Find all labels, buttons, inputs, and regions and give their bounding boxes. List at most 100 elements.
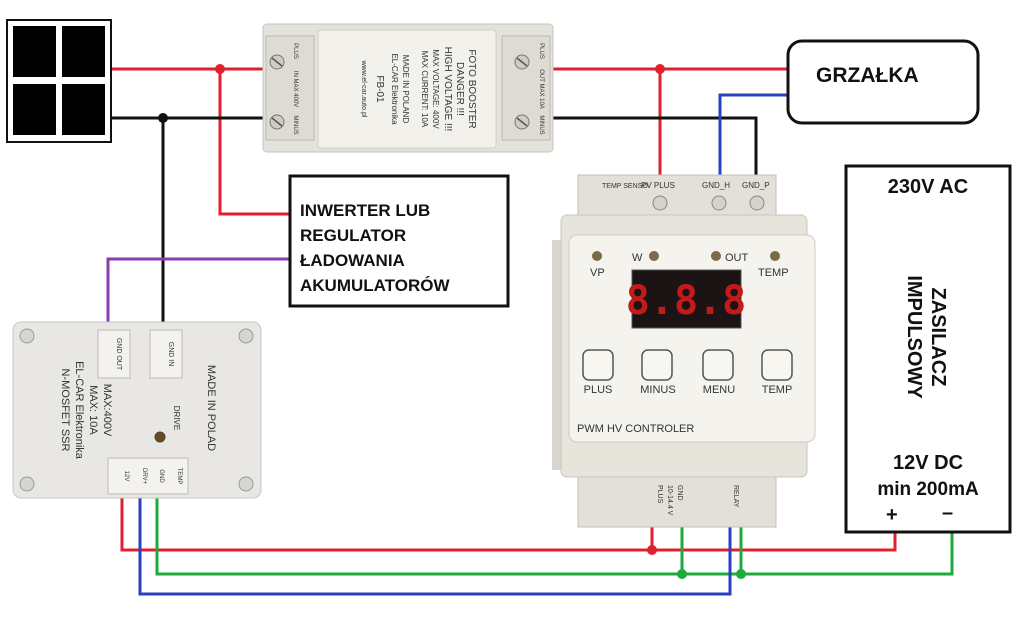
led-w-icon — [649, 251, 659, 261]
controller-b-volt: 10-14.4 V — [666, 485, 673, 516]
junctions — [158, 64, 746, 579]
inverter-line-4: AKUMULATORÓW — [300, 276, 450, 295]
booster-url: www.el-car.auto.pl — [360, 60, 367, 118]
psu-plus-label: + — [886, 504, 898, 526]
psu-ac-label: 230V AC — [887, 176, 969, 198]
controller-b-relay: RELAY — [732, 485, 739, 508]
wires — [106, 67, 954, 596]
booster-model: FB-01 — [374, 75, 385, 103]
junction-dot — [215, 64, 225, 74]
junction-dot — [647, 545, 657, 555]
psu-name-line-1: ZASILACZ — [927, 287, 949, 387]
controller-top-terminal — [577, 174, 777, 218]
wire-heater-gnd — [718, 93, 788, 178]
inverter-label: INWERTER LUB REGULATOR ŁADOWANIA AKUMULA… — [300, 198, 450, 298]
wire-12v-plus — [120, 498, 897, 552]
controller-front-panel — [568, 234, 816, 443]
ssr-control-terminal — [107, 457, 189, 495]
heater-box — [786, 39, 980, 125]
controller-t-temp-sensor: TEMP SENSO — [602, 183, 648, 190]
screw-icon — [238, 328, 254, 344]
junction-dot — [655, 64, 665, 74]
screw-slot — [516, 117, 528, 127]
screw-slot — [271, 57, 283, 67]
junction-dot — [677, 569, 687, 579]
booster-origin: MADE IN POLAND — [401, 55, 410, 124]
junction-dot — [736, 569, 746, 579]
psu-name-rotated: ZASILACZ IMPULSOWY — [902, 262, 950, 412]
psu-box — [844, 164, 1012, 534]
minus-button-label: MINUS — [640, 384, 675, 396]
plus-button[interactable] — [582, 349, 614, 381]
menu-button-label: MENU — [703, 384, 735, 396]
ssr-line3: MAX: 10A — [87, 385, 99, 435]
led-out-label: OUT — [725, 252, 749, 264]
ssr-line4: MAX:400V — [101, 384, 113, 437]
screw-icon — [749, 195, 765, 211]
booster-out-spec: OUT MAX 10A — [538, 69, 544, 109]
ssr-t-12v: 12V — [123, 471, 129, 482]
booster-title1: FOTO BOOSTER — [466, 49, 477, 128]
heater-label: GRZAŁKA — [816, 64, 919, 87]
minus-button[interactable] — [641, 349, 673, 381]
solar-panel — [6, 19, 112, 143]
psu-name-label: ZASILACZ IMPULSOWY — [884, 262, 968, 412]
ssr-t-gnd: GND — [158, 469, 164, 483]
ssr-line1: N-MOSFET SSR — [59, 369, 71, 452]
temp-button-label: TEMP — [762, 384, 793, 396]
booster-out-plus: PLUS — [538, 43, 544, 59]
booster-in-plus: PLUS — [292, 43, 298, 59]
controller-bottom-terminal — [577, 474, 777, 528]
booster-title2: DANGER !!! — [454, 62, 465, 116]
ssr-line2: EL-CAR Elektronika — [73, 361, 85, 460]
psu-dc-label: 12V DC — [892, 452, 964, 474]
led-temp-icon — [770, 251, 780, 261]
solar-cell — [62, 26, 105, 77]
ssr-t-drv: DRV+ — [141, 468, 147, 485]
controller-bottom-labels: GND 10-14.4 V PLUS RELAY — [656, 485, 739, 516]
screw-icon — [238, 476, 254, 492]
booster-maker: EL-CAR Elektronika — [390, 53, 399, 125]
screw-slot — [516, 57, 528, 67]
controller-t-gnd-h: GND_H — [702, 181, 730, 190]
ssr-gnd-out: GND OUT — [115, 338, 122, 371]
ssr-body — [12, 321, 262, 499]
junction-dot — [158, 113, 168, 123]
temp-button[interactable] — [761, 349, 793, 381]
led-vp-label: VP — [590, 267, 605, 279]
booster-title3: HIGH VOLTAGE !!! — [442, 47, 453, 132]
drive-led-icon — [154, 431, 166, 443]
booster-in-labels: PLUS IN MAX 400V MINUS — [292, 43, 298, 135]
screw-slot — [271, 117, 283, 127]
inverter-box — [288, 174, 510, 308]
ssr-made: MADE IN POLAD — [205, 365, 217, 451]
led-out-icon — [711, 251, 721, 261]
booster-out-minus: MINUS — [538, 115, 544, 134]
controller-b-plus: PLUS — [656, 485, 663, 504]
wire-booster-out-minus — [550, 116, 758, 178]
ssr-labels: N-MOSFET SSR EL-CAR Elektronika MAX: 10A… — [59, 338, 217, 485]
ssr-t-temp: TEMP — [176, 468, 182, 485]
ssr-module: N-MOSFET SSR EL-CAR Elektronika MAX: 10A… — [12, 321, 262, 499]
menu-button[interactable] — [702, 349, 734, 381]
booster-out-labels: PLUS OUT MAX 10A MINUS — [538, 43, 544, 135]
booster-in-spec: IN MAX 400V — [292, 71, 298, 107]
screw-icon — [19, 328, 35, 344]
led-display — [631, 269, 742, 329]
led-display-digits: 8.8.8 — [626, 278, 746, 324]
wire-drive — [138, 498, 732, 596]
screw-icon — [652, 195, 668, 211]
controller-t-pv-plus: PV PLUS — [641, 181, 675, 190]
solar-cell — [62, 84, 105, 135]
inverter-line-1: INWERTER LUB — [300, 201, 431, 220]
solar-cell — [13, 84, 56, 135]
inverter-line-2: REGULATOR — [300, 226, 407, 245]
ssr-gnd-out-terminal — [97, 329, 131, 379]
controller-t-gnd-p: GND_P — [742, 181, 770, 190]
pwm-controller: TEMP SENSO PV PLUS GND_H GND_P VP W OUT … — [552, 174, 816, 528]
booster-in-minus: MINUS — [292, 115, 298, 134]
booster-label-group: FOTO BOOSTER DANGER !!! HIGH VOLTAGE !!!… — [360, 47, 477, 132]
booster-spec1: MAX VOLTAGE: 400V — [431, 49, 440, 129]
solar-cell — [13, 26, 56, 77]
